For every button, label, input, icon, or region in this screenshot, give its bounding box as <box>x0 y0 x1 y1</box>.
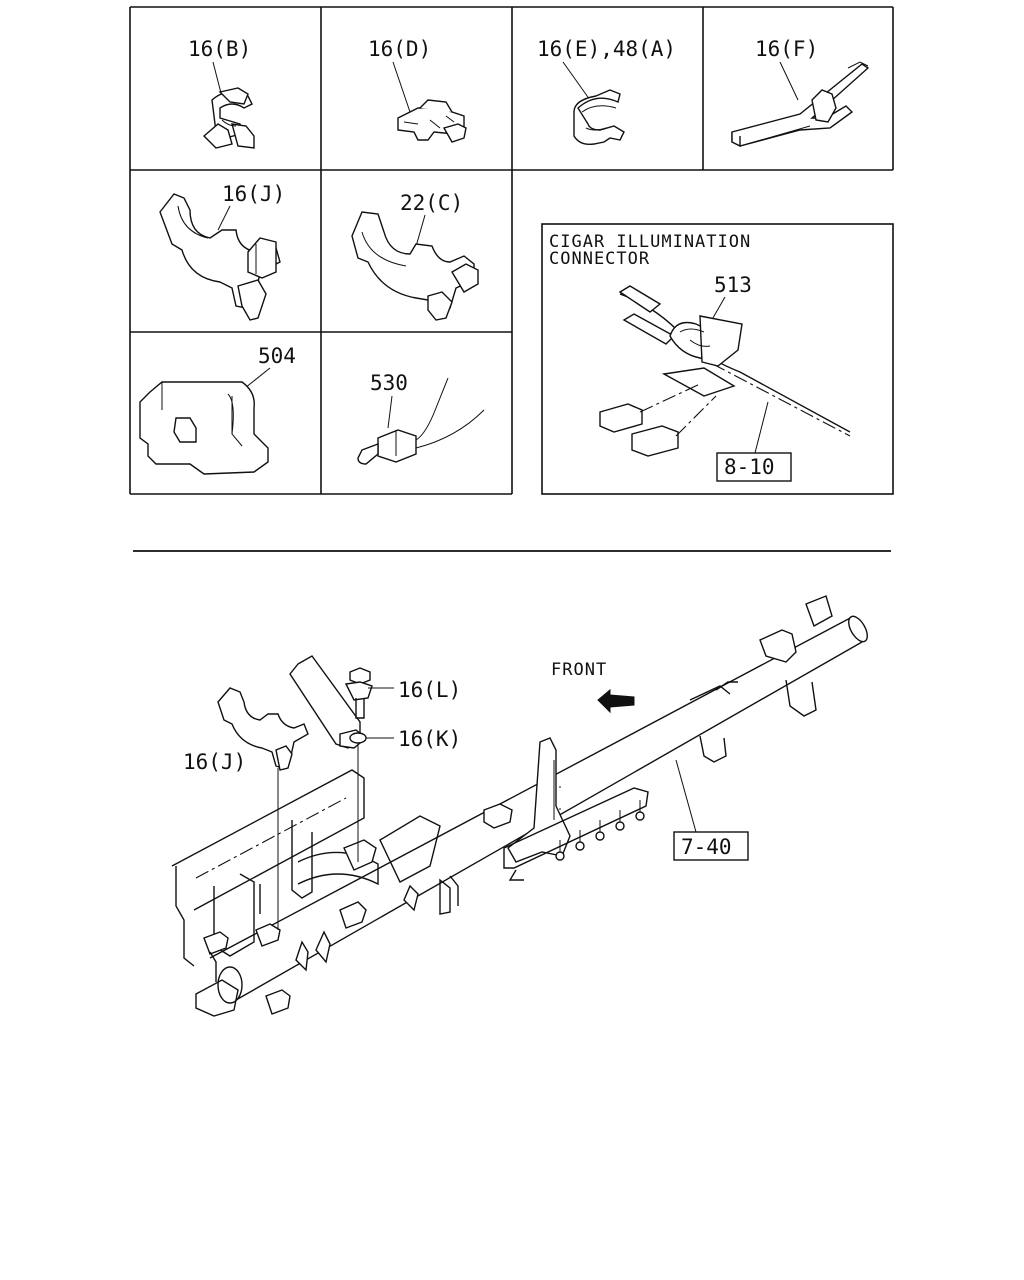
part-label-513: 513 <box>714 273 752 297</box>
part-label-16d: 16(D) <box>368 37 431 61</box>
part-22c: 22(C) <box>351 191 479 321</box>
label-16j-main: 16(J) <box>183 750 246 774</box>
part-16e-48a: 16(E),48(A) <box>537 37 676 146</box>
inset-cigar-connector: CIGAR ILLUMINATION CONNECTOR 513 8-10 <box>541 223 894 495</box>
part-16d: 16(D) <box>368 37 467 143</box>
part-label-16e-48a: 16(E),48(A) <box>537 37 676 61</box>
front-label: FRONT <box>551 660 607 680</box>
ref-label-8-10: 8-10 <box>724 455 775 479</box>
parts-grid <box>129 6 894 495</box>
part-label-16b: 16(B) <box>188 37 251 61</box>
ref-label-7-40: 7-40 <box>681 835 732 859</box>
label-16l: 16(L) <box>398 678 461 702</box>
part-504: 504 <box>139 344 296 475</box>
part-label-530: 530 <box>370 371 408 395</box>
part-16j: 16(J) <box>159 182 285 321</box>
inset-title-line1: CIGAR ILLUMINATION <box>549 232 751 252</box>
inset-title-line2: CONNECTOR <box>549 249 650 269</box>
part-label-16f: 16(F) <box>755 37 818 61</box>
main-view: FRONT <box>171 595 868 1017</box>
label-16k: 16(K) <box>398 727 461 751</box>
part-16f: 16(F) <box>731 37 870 148</box>
part-530: 530 <box>357 371 485 465</box>
ref-box-7-40 <box>673 831 749 861</box>
ref-box-8-10 <box>716 452 792 482</box>
part-label-22c: 22(C) <box>400 191 463 215</box>
part-label-16j: 16(J) <box>222 182 285 206</box>
part-16b: 16(B) <box>188 37 255 149</box>
front-arrow-icon <box>597 688 635 714</box>
part-label-504: 504 <box>258 344 296 368</box>
